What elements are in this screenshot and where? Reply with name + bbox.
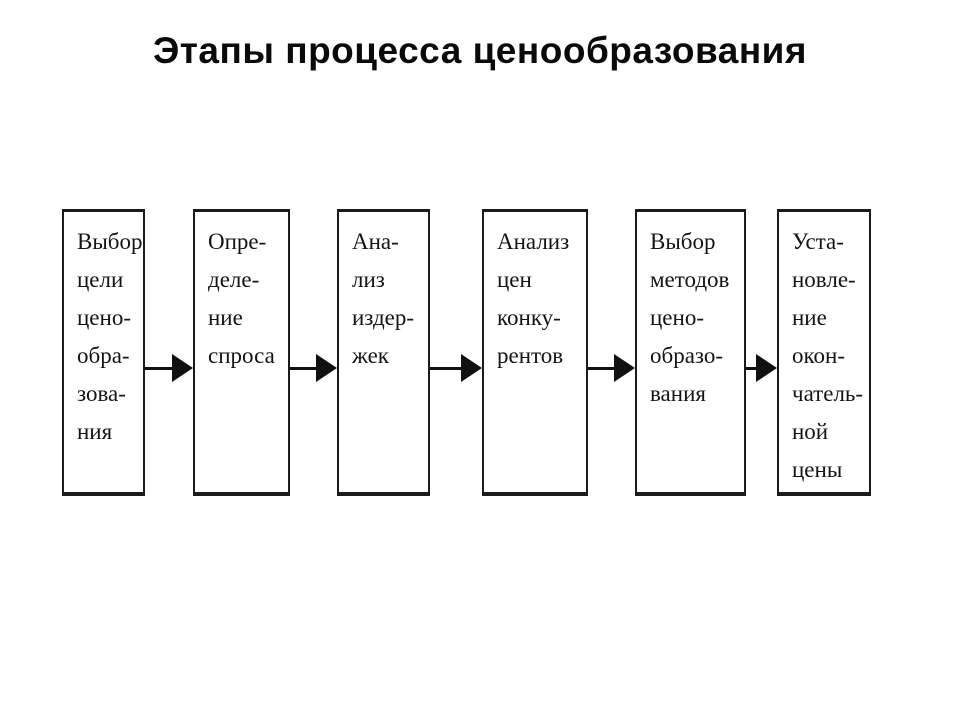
- step-label: Ана- лиз издер- жек: [352, 229, 415, 368]
- step-box-1: Выбор цели цено- обра- зова- ния: [62, 209, 145, 496]
- step-label: Выбор методов цено- образо- вания: [650, 229, 730, 406]
- arrow-head: [614, 354, 635, 382]
- step-label: Опре- деле- ние спроса: [208, 229, 275, 368]
- arrow-line: [430, 366, 461, 370]
- step-box-4: Анализ цен конку- рентов: [482, 209, 588, 496]
- arrow-head: [172, 354, 193, 382]
- right-arrow-icon: [290, 354, 337, 382]
- page-title: Этапы процесса ценообразования: [152, 30, 808, 71]
- right-arrow-icon: [145, 354, 193, 382]
- arrow-head: [316, 354, 337, 382]
- step-label: Анализ цен конку- рентов: [497, 229, 570, 368]
- arrow-line: [290, 366, 316, 370]
- arrow-head: [461, 354, 482, 382]
- arrow-head: [756, 354, 777, 382]
- right-arrow-icon: [430, 354, 482, 382]
- step-box-3: Ана- лиз издер- жек: [337, 209, 430, 496]
- step-box-2: Опре- деле- ние спроса: [193, 209, 290, 496]
- arrow-line: [746, 366, 756, 370]
- step-label: Выбор цели цено- обра- зова- ния: [77, 229, 143, 444]
- right-arrow-icon: [588, 354, 635, 382]
- arrow-line: [588, 366, 614, 370]
- step-box-6: Уста- новле- ние окон- чатель- ной цены: [777, 209, 871, 496]
- arrow-line: [145, 366, 172, 370]
- step-box-5: Выбор методов цено- образо- вания: [635, 209, 746, 496]
- right-arrow-icon: [746, 354, 777, 382]
- step-label: Уста- новле- ние окон- чатель- ной цены: [792, 229, 864, 482]
